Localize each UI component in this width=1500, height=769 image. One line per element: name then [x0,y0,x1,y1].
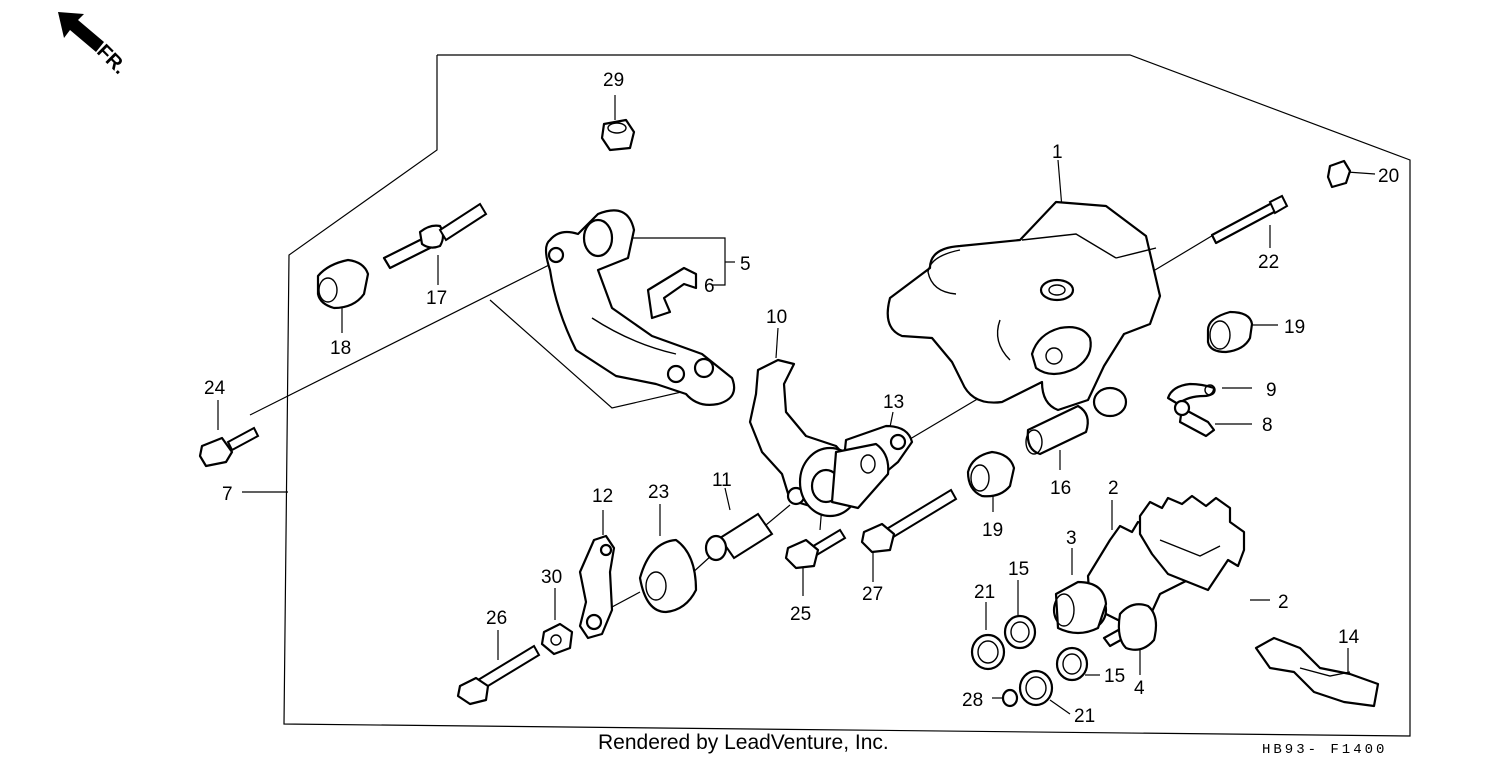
callout-27: 27 [862,584,883,605]
part-21-seal-a [970,633,1006,671]
part-25-bolt [784,528,847,570]
part-16-sleeve [1025,404,1089,456]
callout-19: 19 [1284,317,1305,338]
callout-26: 26 [486,608,507,629]
callout-labels: 1 2 2 3 4 5 6 7 8 9 10 11 12 13 14 15 15… [204,70,1399,727]
part-15-seal-a [1003,614,1037,650]
callout-20: 20 [1378,166,1399,187]
assembly-outline [283,54,1411,737]
callout-29: 29 [603,70,624,91]
callout-24: 24 [204,378,226,399]
part-15-seal-b [1055,646,1089,682]
callout-13: 13 [883,392,904,413]
callout-28: 28 [962,690,983,711]
part-11-adjuster [704,512,774,562]
callout-23: 23 [648,482,669,503]
part-3-piston [1052,580,1108,635]
callout-1: 1 [1052,142,1063,163]
callout-15: 15 [1104,666,1125,687]
part-6-clip [646,266,698,320]
part-24-bolt [198,426,260,468]
callout-22: 22 [1258,252,1279,273]
callout-17: 17 [426,288,447,309]
callout-5: 5 [740,254,751,275]
part-17-bolt [382,202,488,270]
callout-12: 12 [592,486,613,507]
callout-9: 9 [1266,380,1277,401]
callout-2: 2 [1108,478,1119,499]
callout-4: 4 [1134,678,1145,699]
part-26-bolt [456,644,541,706]
part-19-boot-lower [966,450,1016,498]
part-23-boot [638,538,698,614]
callout-10: 10 [766,307,787,328]
callout-16: 16 [1050,478,1071,499]
callout-7: 7 [222,484,233,505]
callout-14: 14 [1338,627,1360,648]
part-20-cap [1326,159,1352,189]
callout-11: 11 [712,470,732,491]
footer-credit: Rendered by LeadVenture, Inc. [598,731,889,754]
callout-21: 21 [1074,706,1095,727]
callout-18: 18 [330,338,351,359]
diagram-code: HB93- F1400 [1262,742,1388,758]
front-direction-arrow-icon: FR. [58,12,131,79]
part-21-seal-b [1018,669,1054,707]
part-22-pin [1210,194,1289,245]
part-18-boot [316,258,370,310]
part-19-boot-upper [1206,310,1254,354]
part-29-nut [600,118,636,152]
part-8-bleeder [1173,399,1216,438]
part-1-caliper-body [886,200,1162,418]
callout-6: 6 [704,276,715,297]
part-14-shim [1254,636,1380,708]
callout-19: 19 [982,520,1003,541]
part-27-bolt [860,488,958,554]
callout-3: 3 [1066,528,1077,549]
part-30-nut [540,622,574,656]
part-9-bleeder-cap [1166,382,1216,406]
callout-30: 30 [541,567,562,588]
callout-2: 2 [1278,592,1289,613]
part-2-pad-b [1138,494,1246,592]
part-12-arm [578,534,616,640]
part-4-piston [1102,603,1158,651]
part-28-ring [1001,688,1019,708]
callout-15: 15 [1008,559,1029,580]
callout-25: 25 [790,604,811,625]
part-5-bracket [544,209,736,406]
part-mechanism-body [798,442,890,518]
callout-21: 21 [974,582,995,603]
callout-8: 8 [1262,415,1273,436]
